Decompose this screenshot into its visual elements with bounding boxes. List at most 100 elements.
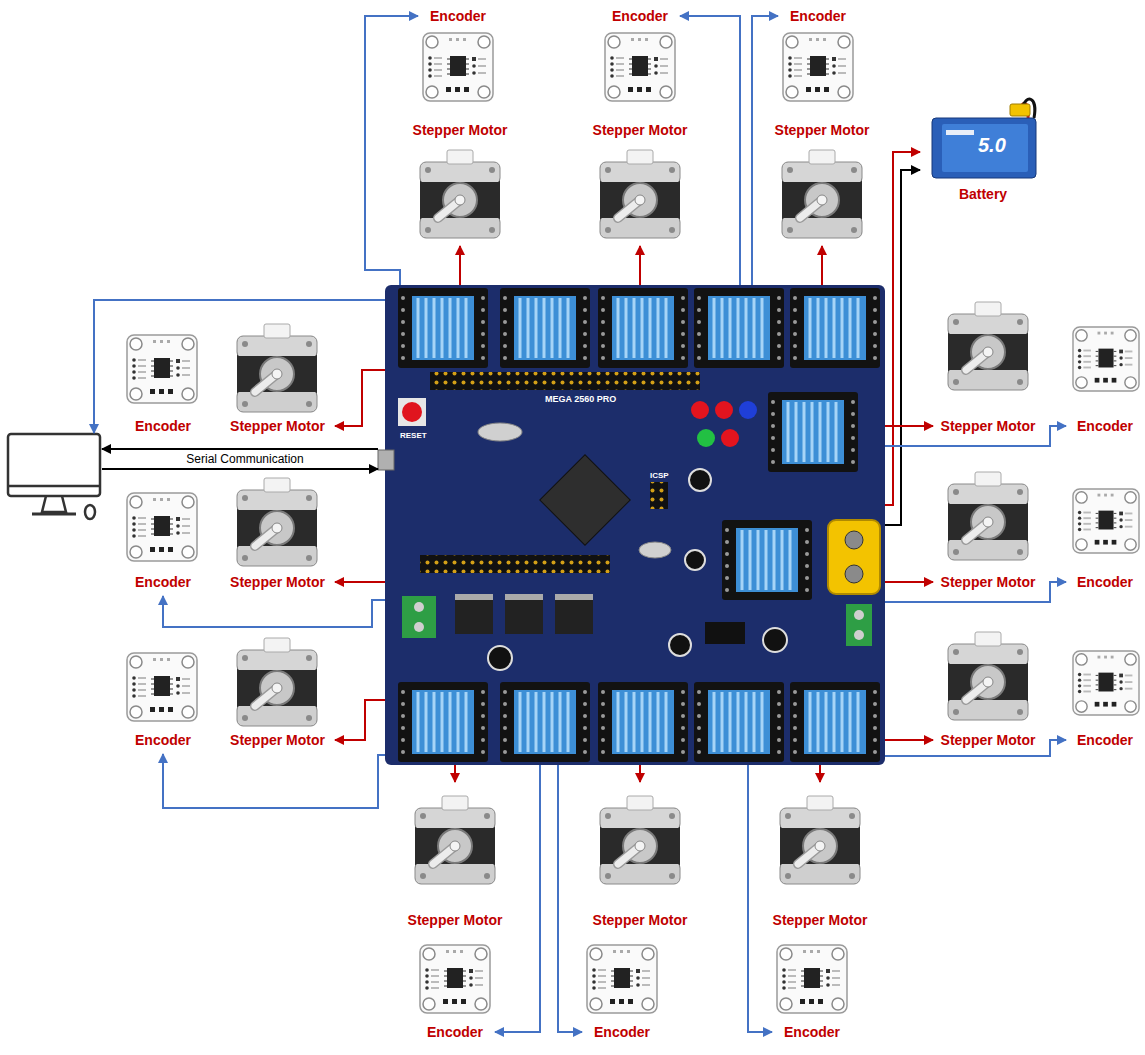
component-label: Stepper Motor: [230, 574, 325, 590]
stepper-motor-image: [782, 150, 862, 238]
signal-arrow: [748, 765, 772, 1032]
component-label: Encoder: [135, 732, 191, 748]
controller-board: MEGA 2560 PRORESETICSP: [385, 285, 885, 765]
signal-arrow: [335, 700, 385, 740]
pin-header: [420, 555, 610, 573]
component-label: Encoder: [790, 8, 846, 24]
voltage-regulators: [455, 594, 593, 634]
stepper-motor-image: [237, 638, 317, 726]
screw-terminal: [402, 596, 436, 638]
encoder-module: Encoder: [582, 938, 662, 1046]
encoder-module: Encoder: [600, 4, 680, 106]
stepper-motor: Stepper Motor: [220, 316, 335, 440]
signal-arrow: [335, 581, 385, 583]
board-silkscreen: ICSP: [650, 470, 669, 481]
signal-arrow: [639, 765, 641, 782]
encoder-images: [127, 33, 1139, 1013]
battery-body: [932, 118, 1036, 178]
mouse-icon: [85, 505, 95, 519]
encoder-module-image: [777, 945, 847, 1013]
capacitor: [488, 646, 512, 670]
component-label: Stepper Motor: [408, 912, 503, 928]
battery-pack: [932, 99, 1036, 178]
stepper-motor: Stepper Motor: [395, 782, 515, 934]
crystal: [478, 423, 522, 441]
component-label: Encoder: [784, 1024, 840, 1040]
led: [697, 429, 715, 447]
driver-module: [694, 288, 784, 368]
computer-icon: [8, 434, 100, 519]
signal-arrow: [163, 596, 385, 627]
stepper-motor: Stepper Motor: [400, 118, 520, 246]
board-silkscreen: MEGA 2560 PRO: [545, 394, 616, 405]
led: [715, 401, 733, 419]
signal-arrow: [335, 370, 385, 426]
monitor-base: [32, 513, 76, 516]
encoder-module: Encoder: [118, 326, 208, 440]
signal-arrow: [885, 739, 933, 741]
signal-arrow: [558, 765, 582, 1032]
driver-module: [500, 682, 590, 762]
signal-arrow: [752, 16, 778, 285]
component-label: Encoder: [135, 574, 191, 590]
component-label: Stepper Motor: [413, 122, 508, 138]
stepper-motor: Stepper Motor: [933, 290, 1043, 440]
signal-arrow: [885, 152, 920, 505]
capacitor: [689, 469, 711, 491]
driver-module: [790, 288, 880, 368]
encoder-module: Encoder: [1066, 312, 1144, 440]
component-label: Stepper Motor: [775, 122, 870, 138]
battery-plug: [1010, 104, 1030, 116]
component-label: Stepper Motor: [773, 912, 868, 928]
capacitor: [669, 634, 691, 656]
dip-switch: [705, 622, 745, 644]
capacitor: [763, 628, 787, 652]
encoder-module: Encoder: [778, 4, 858, 106]
signal-arrow: [885, 425, 933, 427]
component-label: Stepper Motor: [593, 912, 688, 928]
signal-label: Serial Communication: [183, 451, 306, 467]
signal-arrow: [639, 246, 641, 285]
usb-port: [378, 450, 394, 470]
driver-module: [398, 288, 488, 368]
encoder-module-image: [1073, 651, 1139, 715]
stepper-motor: Stepper Motor: [220, 472, 335, 596]
battery-rating: 5.0: [978, 134, 1006, 156]
driver-module: [500, 288, 590, 368]
reset-button: [402, 402, 422, 422]
stepper-motor-image: [600, 796, 680, 884]
battery-wrap: [942, 124, 1028, 172]
stepper-motor-image: [237, 478, 317, 566]
signal-arrow: [885, 581, 933, 583]
encoder-module-image: [127, 653, 197, 721]
component-label: Battery: [959, 186, 1007, 202]
crystal: [639, 542, 671, 558]
encoder-module-image: [1073, 327, 1139, 391]
encoder-module: Encoder: [1066, 628, 1144, 752]
encoder-module-image: [783, 33, 853, 101]
signal-arrow: [365, 16, 418, 285]
driver-module: [598, 288, 688, 368]
stepper-motor: Stepper Motor: [933, 458, 1043, 596]
signal-arrow: [163, 754, 385, 808]
stepper-motor-image: [415, 796, 495, 884]
stepper-motor-image: [600, 150, 680, 238]
driver-module: [598, 682, 688, 762]
encoder-module-image: [127, 493, 197, 561]
led: [721, 429, 739, 447]
stepper-motor: Stepper Motor: [580, 118, 700, 246]
component-label: Encoder: [1077, 418, 1133, 434]
component-label: Encoder: [1077, 732, 1133, 748]
monitor-bezel: [8, 485, 100, 488]
battery-stripe: [946, 130, 974, 135]
signal-arrow: [885, 170, 920, 525]
component-label: Stepper Motor: [593, 122, 688, 138]
led: [691, 401, 709, 419]
component-label: Encoder: [612, 8, 668, 24]
encoder-module: Encoder: [415, 938, 495, 1046]
pin-header: [650, 482, 668, 509]
driver-module: [790, 682, 880, 762]
encoder-module: Encoder: [418, 4, 498, 106]
component-label: Stepper Motor: [230, 418, 325, 434]
